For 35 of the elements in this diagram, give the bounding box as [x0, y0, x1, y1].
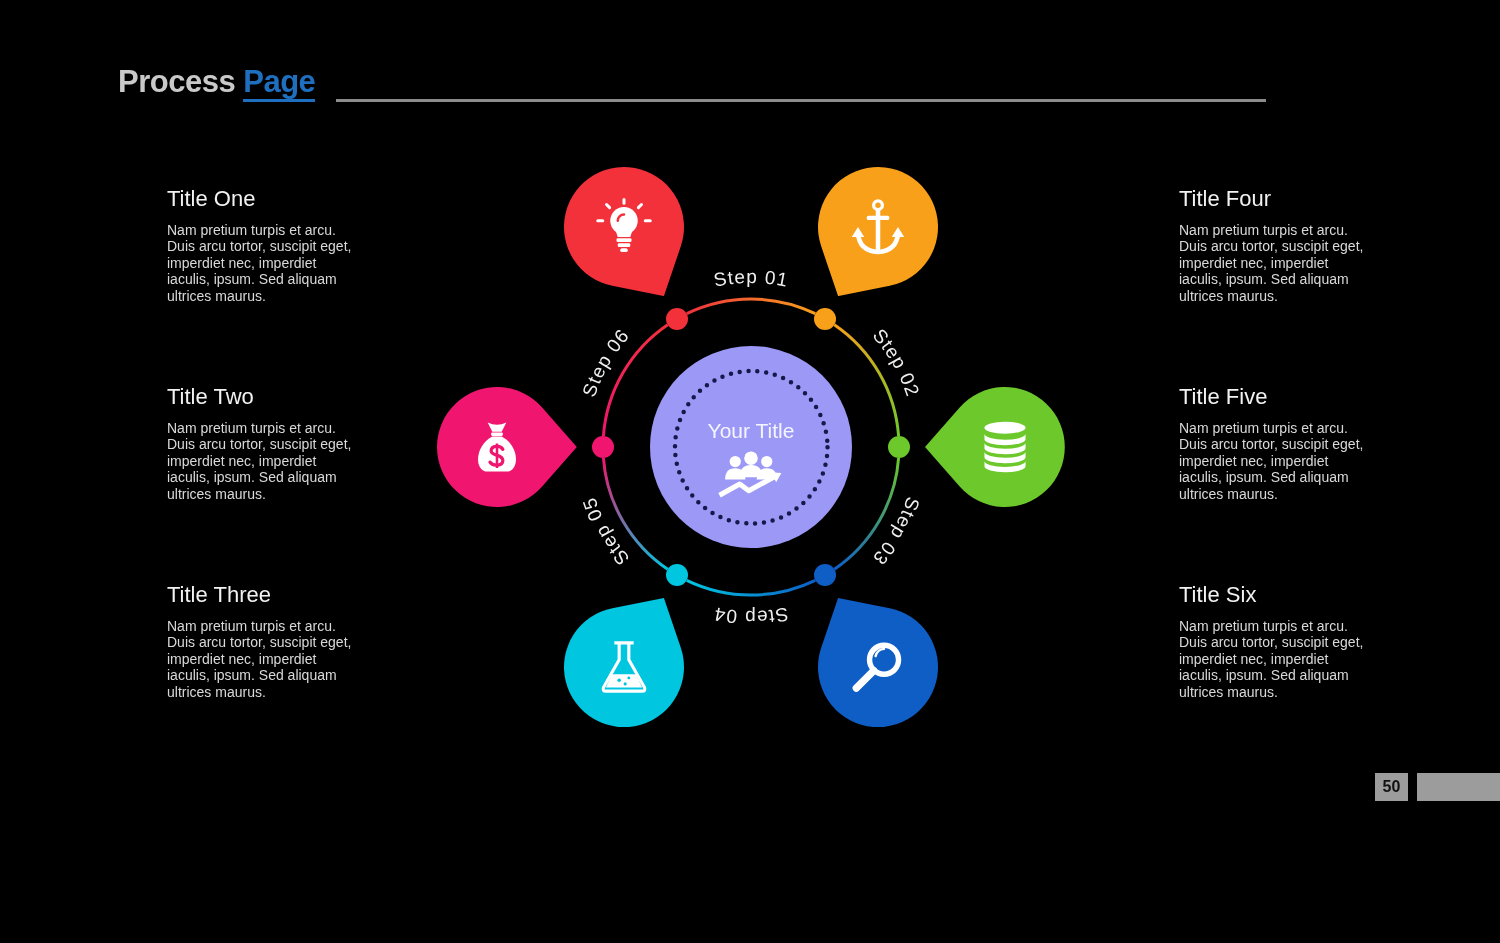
- teardrop-shape: [818, 167, 938, 297]
- step-dot: [814, 564, 836, 587]
- item-title: Title Two: [167, 384, 254, 410]
- ring-arc: [601, 457, 669, 571]
- item-title: Title One: [167, 186, 256, 212]
- ring-arc: [601, 323, 669, 437]
- step-label: Step 01: [711, 265, 791, 291]
- page-title: Process Page: [118, 64, 316, 100]
- item-title: Title Four: [1179, 186, 1272, 212]
- teardrop-shape: [564, 597, 684, 727]
- ring-arc: [686, 578, 816, 597]
- page-number: 50: [1375, 773, 1408, 801]
- teardrop-shape: [564, 167, 684, 297]
- step-dot: [888, 436, 910, 458]
- center-title: Your Title: [707, 419, 795, 443]
- ring-arc: [833, 457, 901, 571]
- step-dot: [666, 307, 688, 330]
- step-dot: [592, 436, 614, 458]
- teardrop-shape: [925, 387, 1065, 507]
- teardrop-shape: [437, 387, 577, 507]
- item-title: Title Three: [167, 582, 271, 608]
- item-description: Nam pretium turpis et arcu. Duis arcu tortor, suscipit eget, imperdiet nec, imperdiet iaculis, ipsum. Sed aliquam ultrices maurus.: [1179, 222, 1365, 305]
- item-description: Nam pretium turpis et arcu. Duis arcu tortor, suscipit eget, imperdiet nec, imperdiet iaculis, ipsum. Sed aliquam ultrices maurus.: [167, 618, 353, 701]
- step-dot: [814, 307, 836, 330]
- item-title: Title Six: [1179, 582, 1257, 608]
- item-description: Nam pretium turpis et arcu. Duis arcu tortor, suscipit eget, imperdiet nec, imperdiet iaculis, ipsum. Sed aliquam ultrices maurus.: [1179, 618, 1365, 701]
- item-description: Nam pretium turpis et arcu. Duis arcu tortor, suscipit eget, imperdiet nec, imperdiet iaculis, ipsum. Sed aliquam ultrices maurus.: [167, 222, 353, 305]
- ring-arc: [833, 323, 901, 437]
- teardrop-shape: [818, 597, 938, 727]
- item-title: Title Five: [1179, 384, 1268, 410]
- item-description: Nam pretium turpis et arcu. Duis arcu tortor, suscipit eget, imperdiet nec, imperdiet iaculis, ipsum. Sed aliquam ultrices maurus.: [167, 420, 353, 503]
- step-label: Step 04: [711, 603, 791, 629]
- step-dot: [666, 564, 688, 587]
- ring-arc: [686, 297, 816, 316]
- item-description: Nam pretium turpis et arcu. Duis arcu tortor, suscipit eget, imperdiet nec, imperdiet iaculis, ipsum. Sed aliquam ultrices maurus.: [1179, 420, 1365, 503]
